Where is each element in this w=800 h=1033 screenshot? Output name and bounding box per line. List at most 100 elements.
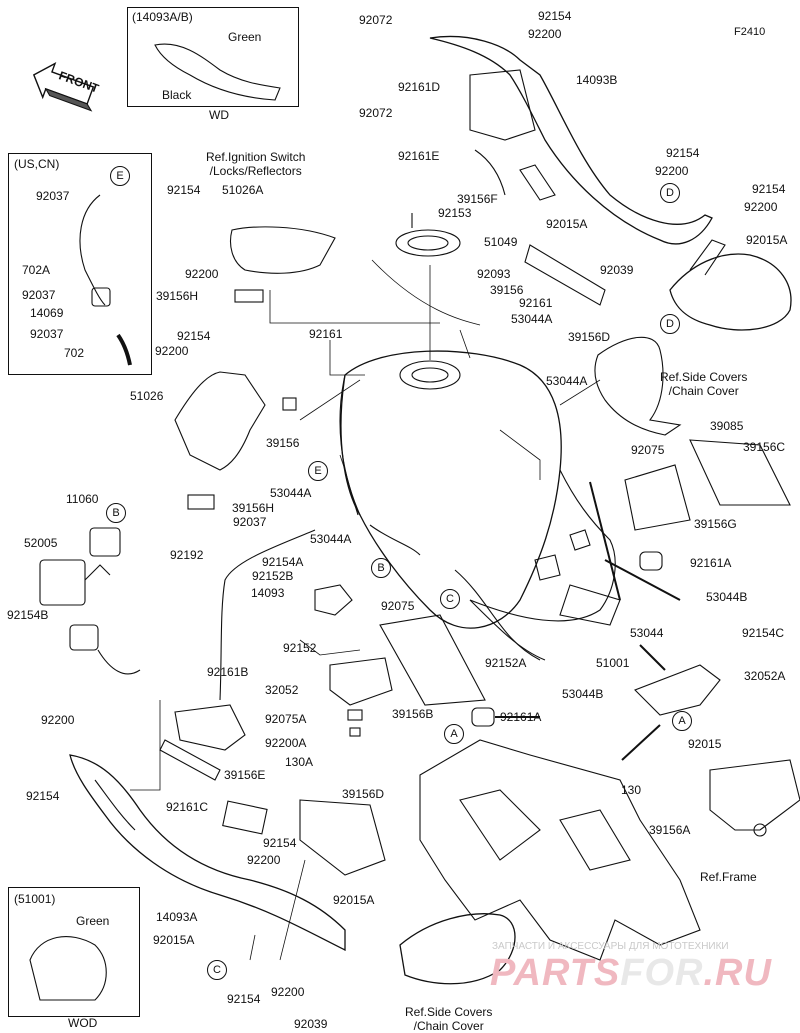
watermark-brand-for: FOR <box>620 952 704 994</box>
pad-39156 <box>282 397 297 411</box>
part-label: 32052 <box>265 683 299 697</box>
bracket-14093 <box>314 584 353 616</box>
part-label: 92152A <box>485 656 527 670</box>
part-label: 92200 <box>744 200 778 214</box>
part-label: 92152B <box>252 569 294 583</box>
watermark-brand-ru: .RU <box>703 952 772 994</box>
part-label: 92075 <box>631 443 665 457</box>
part-label: 92200A <box>265 736 307 750</box>
part-label: 39156D <box>568 330 611 344</box>
part-label: 92161E <box>398 149 440 163</box>
pad-39156h-lower <box>187 494 215 510</box>
part-label: 92200 <box>41 713 75 727</box>
callout-e-inset: E <box>110 166 130 186</box>
inset-us-702a: 702A <box>22 263 51 277</box>
callout-d-upper: D <box>660 183 680 203</box>
part-label: 92037 <box>233 515 267 529</box>
inset-wod-caption: WOD <box>68 1016 98 1030</box>
part-label: 53044A <box>546 374 588 388</box>
part-label: 92161A <box>500 710 542 724</box>
part-label: 92161B <box>207 665 249 679</box>
inset-us <box>8 153 152 375</box>
part-label: 39156 <box>266 436 300 450</box>
watermark-tagline: ЗАПЧАСТИ И АКСЕССУАРЫ ДЛЯ МОТОТЕХНИКИ <box>492 941 729 952</box>
part-label: 92072 <box>359 106 393 120</box>
part-label: 92093 <box>477 267 511 281</box>
part-label: 92015A <box>546 217 588 231</box>
part-label: 92200 <box>185 267 219 281</box>
callout-a-left: A <box>444 724 464 744</box>
pump-ring <box>395 229 461 257</box>
part-label: 14093 <box>251 586 285 600</box>
inset-wd <box>127 7 299 107</box>
part-label: 92154 <box>752 182 786 196</box>
callout-a-right: A <box>672 711 692 731</box>
part-label: 130A <box>285 755 314 769</box>
ref-side-covers-bottom: Ref.Side Covers /Chain Cover <box>405 1005 493 1033</box>
inset-us-92037-c: 92037 <box>30 327 64 341</box>
watermark-brand-parts: PARTS <box>490 952 621 994</box>
callout-d-lower: D <box>660 314 680 334</box>
part-label: 92200 <box>528 27 562 41</box>
part-label: 92154 <box>538 9 572 23</box>
part-label: 39156A <box>649 823 691 837</box>
part-label: 92200 <box>271 985 305 999</box>
pad-39156g <box>624 464 691 531</box>
part-label: 92161A <box>690 556 732 570</box>
part-label: 92154 <box>26 789 60 803</box>
bracket-92161d <box>469 69 536 141</box>
inset-wod-green: Green <box>76 914 110 928</box>
frame-ref <box>709 759 800 831</box>
part-label: 11060 <box>66 492 99 506</box>
bracket-92161b <box>174 704 246 751</box>
part-label: 39156D <box>342 787 385 801</box>
pad-39156f <box>519 164 556 201</box>
pad-39156d <box>524 244 606 306</box>
part-label: 92161D <box>398 80 441 94</box>
part-label: 92154 <box>227 992 261 1006</box>
hose-92192 <box>219 529 316 701</box>
bracket-32052 <box>329 657 393 706</box>
part-label: 92200 <box>655 164 689 178</box>
part-label: 51001 <box>596 656 630 670</box>
part-label: 39156F <box>457 192 498 206</box>
part-label: 92154 <box>177 329 211 343</box>
callout-c: C <box>440 589 460 609</box>
part-label: 51049 <box>484 235 518 249</box>
fuel-tank <box>340 350 562 629</box>
filler-cap <box>399 360 461 390</box>
strip-92161c <box>159 739 221 781</box>
part-label: 53044A <box>270 486 312 500</box>
hose-702 <box>116 333 132 366</box>
part-label: 92161 <box>519 296 553 310</box>
cap-39085 <box>594 336 682 436</box>
part-label: 92154 <box>666 146 700 160</box>
part-label: 14093B <box>576 73 618 87</box>
ref-frame: Ref.Frame <box>700 870 757 884</box>
inset-wd-green: Green <box>228 30 262 44</box>
part-label: 39156G <box>694 517 737 531</box>
part-label: 39156 <box>490 283 524 297</box>
inset-wod-title: (51001) <box>14 892 56 906</box>
part-label: 92039 <box>600 263 634 277</box>
fuel-pump-52005 <box>39 559 86 606</box>
side-cover-right <box>669 253 792 331</box>
inset-us-702: 702 <box>64 346 85 360</box>
pad-39156a <box>419 739 701 961</box>
part-label: 92152 <box>283 641 317 655</box>
watermark-brand: PARTSFOR.RU <box>490 952 772 995</box>
damper-92161a <box>639 551 663 571</box>
part-label: 32052A <box>744 669 786 683</box>
part-label: 92161 <box>309 327 343 341</box>
part-label: 92200 <box>155 344 189 358</box>
callout-b: B <box>371 558 391 578</box>
ref-ignition: Ref.Ignition Switch /Locks/Reflectors <box>206 150 306 178</box>
part-label: 39156E <box>224 768 266 782</box>
pad-39156e <box>222 800 268 835</box>
inset-us-14069: 14069 <box>30 306 64 320</box>
inset-wd-title: (14093A/B) <box>132 10 193 24</box>
inset-wd-caption: WD <box>209 108 229 122</box>
part-label: 53044A <box>310 532 352 546</box>
